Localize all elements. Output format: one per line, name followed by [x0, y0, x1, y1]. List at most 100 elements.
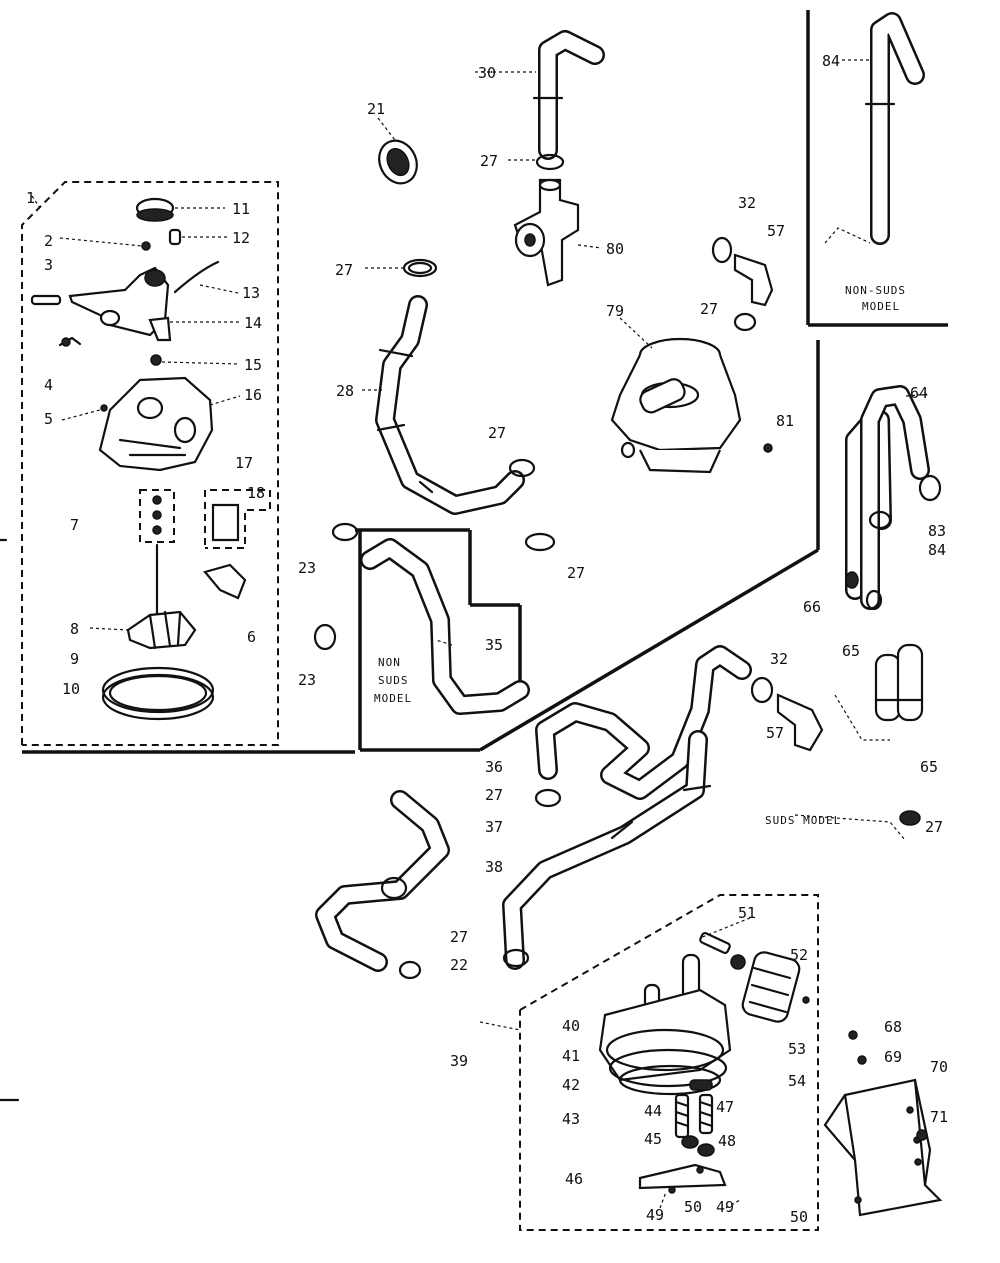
label-27b: 27 — [335, 261, 353, 279]
motor-79 — [610, 337, 773, 474]
label-3: 3 — [44, 256, 53, 274]
label-16: 16 — [244, 386, 262, 404]
label-10: 10 — [62, 680, 80, 698]
label-84a: 84 — [822, 52, 840, 70]
label-36: 36 — [485, 758, 503, 776]
mid-right-fittings — [750, 676, 824, 752]
label-50a: 50 — [684, 1198, 702, 1216]
note-suds-model: SUDS MODEL — [765, 814, 841, 827]
label-17: 17 — [235, 454, 253, 472]
label-69: 69 — [884, 1048, 902, 1066]
note-non-suds-mid-3: MODEL — [374, 692, 412, 705]
label-79: 79 — [606, 302, 624, 320]
upper-right-fittings — [711, 236, 774, 332]
note-non-suds-top-1: NON-SUDS — [845, 284, 906, 297]
pipe-84 — [824, 12, 925, 245]
label-28: 28 — [336, 382, 354, 400]
leader-lines — [31, 59, 931, 1209]
label-53: 53 — [788, 1040, 806, 1058]
label-70: 70 — [930, 1058, 948, 1076]
label-49a: 49 — [646, 1206, 664, 1224]
margin-marks — [0, 538, 20, 1102]
label-42: 42 — [562, 1076, 580, 1094]
center-top-parts — [313, 139, 556, 651]
label-46: 46 — [565, 1170, 583, 1188]
label-27c: 27 — [700, 300, 718, 318]
label-32b: 32 — [770, 650, 788, 668]
label-41: 41 — [562, 1047, 580, 1065]
label-37: 37 — [485, 818, 503, 836]
hose-37 — [315, 790, 450, 980]
label-27g: 27 — [450, 928, 468, 946]
label-8: 8 — [70, 620, 79, 638]
label-27a: 27 — [480, 152, 498, 170]
label-83: 83 — [928, 522, 946, 540]
label-5: 5 — [44, 410, 53, 428]
label-48: 48 — [718, 1132, 736, 1150]
note-non-suds-mid-2: SUDS — [378, 674, 409, 687]
label-30: 30 — [478, 64, 496, 82]
valve-parts — [513, 30, 605, 287]
label-40: 40 — [562, 1017, 580, 1035]
label-18: 18 — [247, 484, 265, 502]
label-23a: 23 — [298, 559, 316, 577]
label-44: 44 — [644, 1102, 662, 1120]
label-27h: 27 — [925, 818, 943, 836]
label-51: 51 — [738, 904, 756, 922]
label-68: 68 — [884, 1018, 902, 1036]
hose-35 — [360, 538, 530, 715]
label-54: 54 — [788, 1072, 806, 1090]
pump-assembly-parts — [30, 197, 271, 721]
label-43: 43 — [562, 1110, 580, 1128]
label-84b: 84 — [928, 541, 946, 559]
label-65a: 65 — [842, 642, 860, 660]
label-27f: 27 — [485, 786, 503, 804]
model-notes: NON-SUDS MODEL NON SUDS MODEL SUDS MODEL — [374, 284, 906, 827]
label-57a: 57 — [767, 222, 785, 240]
part-labels: 1 2 3 4 5 6 7 8 9 10 11 12 13 14 15 16 1… — [26, 52, 948, 1226]
hoses-64 — [794, 385, 942, 841]
label-13: 13 — [242, 284, 260, 302]
hoses-36-38 — [502, 645, 752, 970]
label-7: 7 — [70, 516, 79, 534]
label-71: 71 — [930, 1108, 948, 1126]
label-38: 38 — [485, 858, 503, 876]
label-12: 12 — [232, 229, 250, 247]
label-4: 4 — [44, 376, 53, 394]
note-non-suds-mid-1: NON — [378, 656, 401, 669]
label-1: 1 — [26, 189, 35, 207]
label-2: 2 — [44, 232, 53, 250]
bracket-70 — [823, 1030, 943, 1217]
label-50b: 50 — [790, 1208, 808, 1226]
label-66: 66 — [803, 598, 821, 616]
label-35: 35 — [485, 636, 503, 654]
label-32a: 32 — [738, 194, 756, 212]
label-21: 21 — [367, 100, 385, 118]
label-27e: 27 — [567, 564, 585, 582]
label-64: 64 — [910, 384, 928, 402]
note-non-suds-top-2: MODEL — [862, 300, 900, 313]
label-80: 80 — [606, 240, 624, 258]
pump-assembly-box — [21, 181, 279, 746]
label-65b: 65 — [920, 758, 938, 776]
label-45: 45 — [644, 1130, 662, 1148]
label-15: 15 — [244, 356, 262, 374]
label-81: 81 — [776, 412, 794, 430]
label-39: 39 — [450, 1052, 468, 1070]
label-9: 9 — [70, 650, 79, 668]
label-47: 47 — [716, 1098, 734, 1116]
label-22: 22 — [450, 956, 468, 974]
label-14: 14 — [244, 314, 262, 332]
label-52: 52 — [790, 946, 808, 964]
label-27d: 27 — [488, 424, 506, 442]
label-11: 11 — [232, 200, 250, 218]
label-49b: 49 — [716, 1198, 734, 1216]
section-dividers — [22, 10, 948, 754]
valve-assembly-box — [519, 894, 819, 1231]
label-57b: 57 — [766, 724, 784, 742]
label-6: 6 — [247, 628, 256, 646]
valve-assembly-parts — [598, 932, 810, 1194]
label-23b: 23 — [298, 671, 316, 689]
